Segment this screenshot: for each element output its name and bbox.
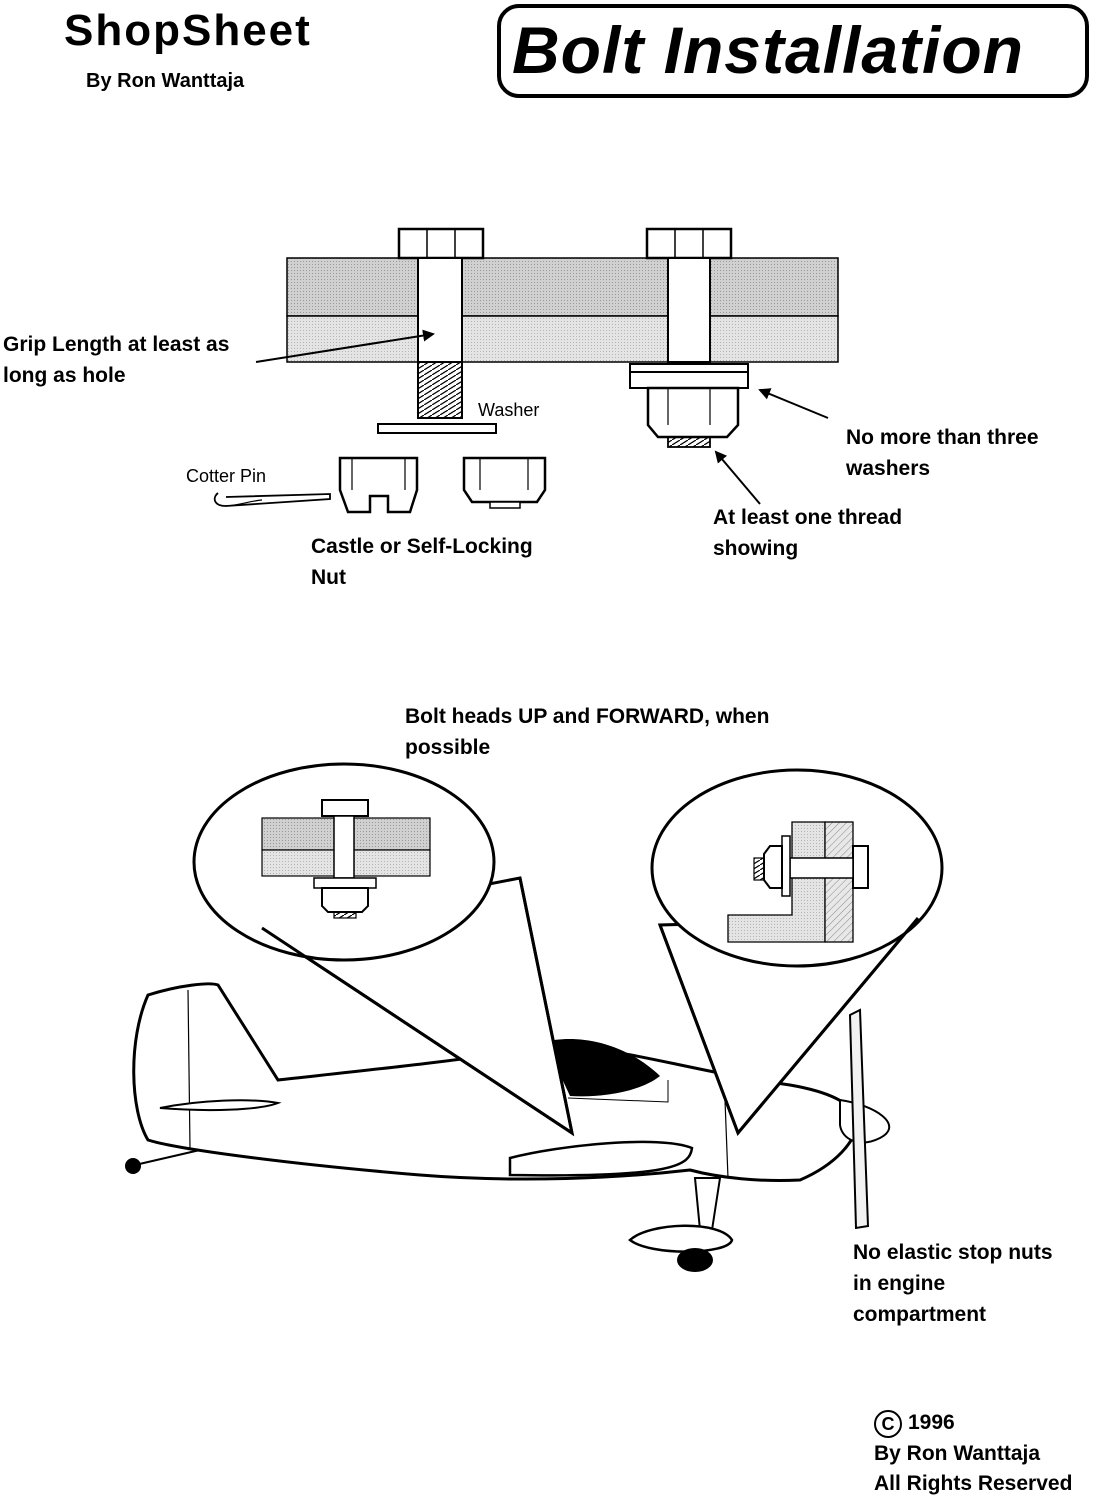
washer-label: Washer [478,400,540,420]
washer [377,423,497,434]
callout-left [192,762,575,1137]
copyright-rights: All Rights Reserved [874,1472,1073,1495]
author-byline: By Ron Wanttaja [86,70,245,92]
left-bolt [397,227,485,419]
page-title: Bolt Installation [512,13,1024,87]
copyright-year: 1996 [908,1411,955,1434]
elastic-nuts-label: No elastic stop nuts in engine compartme… [853,1241,1053,1326]
castle-nut-label: Castle or Self-Locking Nut [311,535,533,589]
grip-length-arrow [255,329,435,363]
copyright-author: By Ron Wanttaja [874,1442,1041,1465]
self-locking-nut [462,456,547,509]
thread-showing-label: At least one thread showing [713,506,903,560]
cotter-pin [213,492,331,507]
title-box [497,4,1089,98]
copyright-symbol: C [874,1410,902,1438]
castle-nut [338,456,419,514]
grip-length-label: Grip Length at least as long as hole [3,333,230,387]
callout-right [650,768,944,1136]
washers-limit-label: No more than three washers [846,426,1039,480]
washers-arrow [758,388,829,419]
right-bolt [629,227,749,448]
plate-stack [286,257,839,363]
thread-arrow [714,450,761,505]
cotter-pin-label: Cotter Pin [186,466,267,486]
bolt-heads-label: Bolt heads UP and FORWARD, when possible [405,705,770,759]
brand-title: ShopSheet [64,6,312,55]
